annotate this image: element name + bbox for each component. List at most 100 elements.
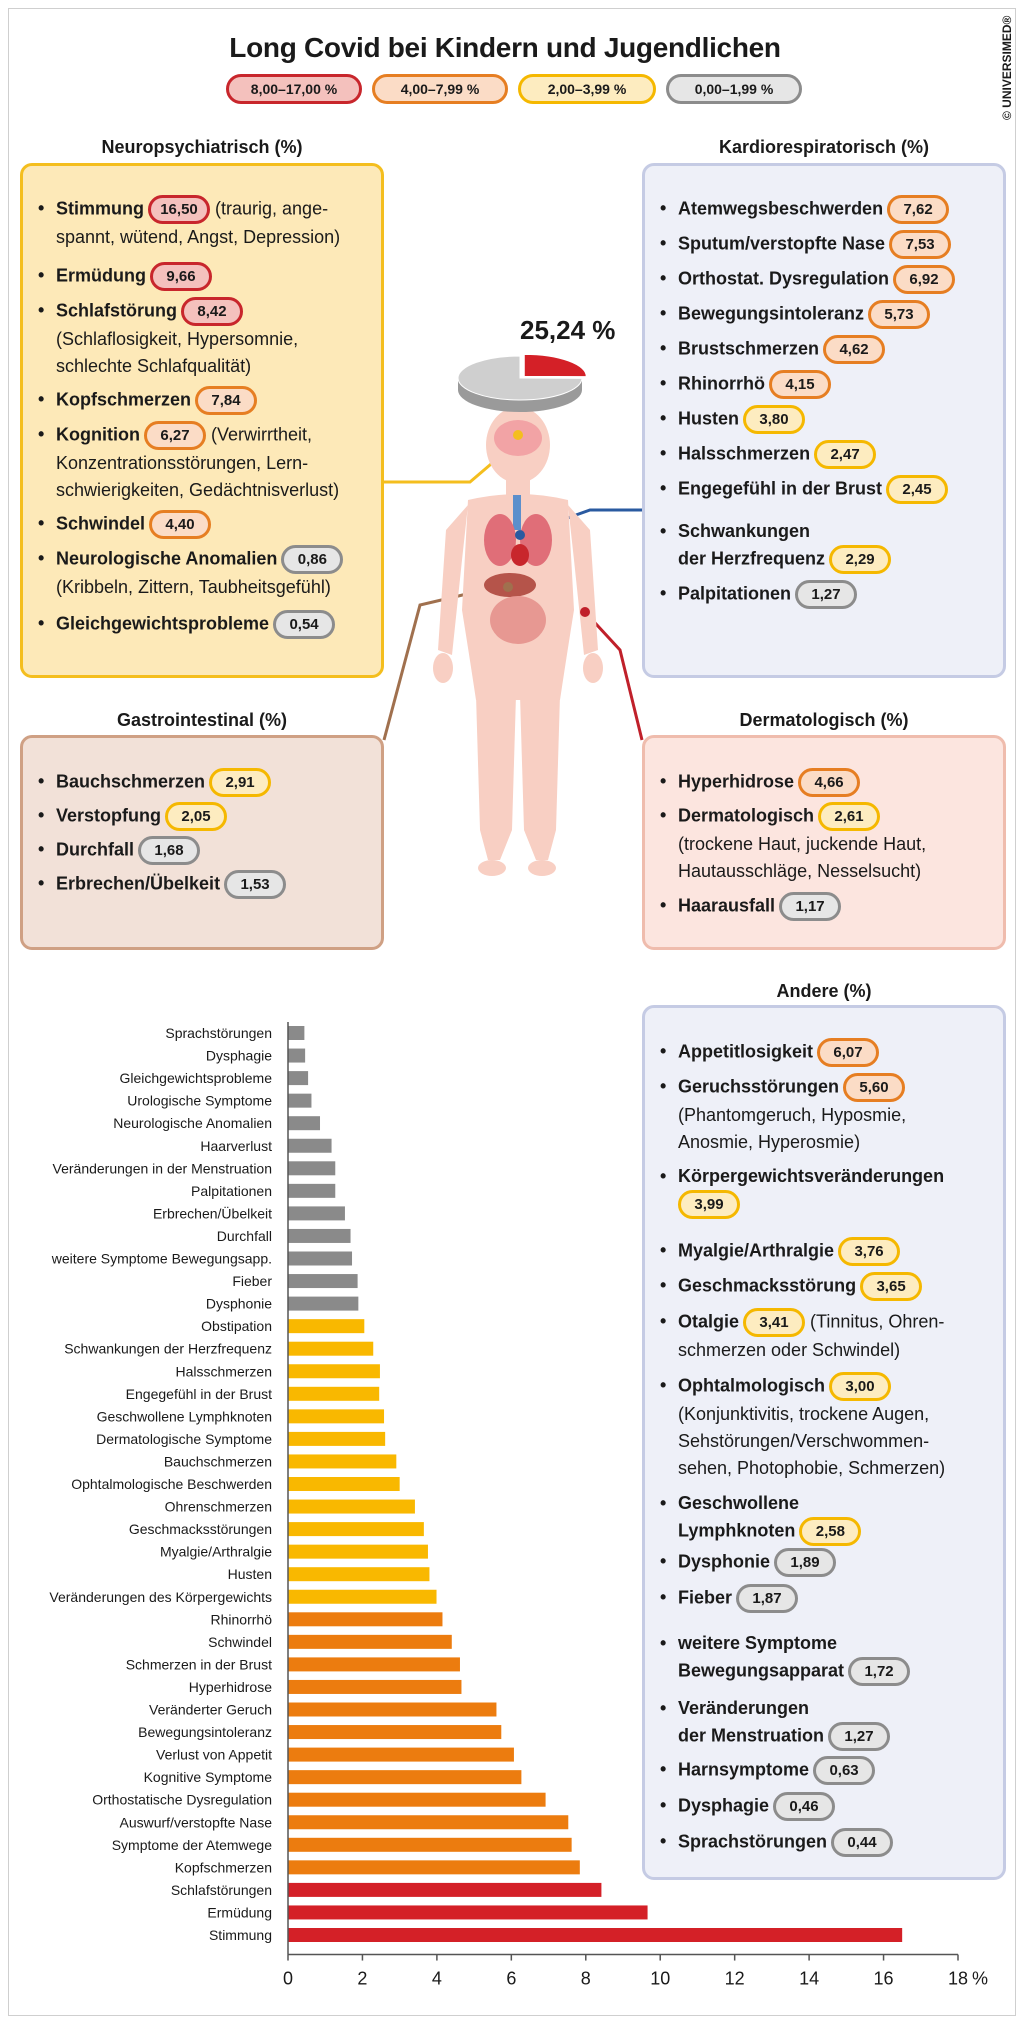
symptom-value-pill: 6,92 [893,265,956,294]
legend-red: 8,00–17,00 % [226,74,362,104]
section-title-andere: Andere (%) [776,981,872,1001]
bar [288,1837,572,1852]
heart-icon [511,544,529,566]
symptom-value-pill: 3,99 [678,1190,740,1219]
symptom-description: Hautausschläge, Nesselsucht) [678,861,922,881]
symptom-name: Gleichgewichtsprobleme [56,613,270,634]
category-label: Veränderter Geruch [149,1702,272,1718]
category-label: Stimmung [209,1927,272,1943]
x-tick-label: 0 [283,1969,293,1989]
symptom-name: Geruchsstörungen [678,1076,840,1097]
color-legend: 8,00–17,00 % 4,00–7,99 % 2,00–3,99 % 0,0… [226,74,802,104]
x-tick-label: 2 [357,1969,367,1989]
x-tick-label: 16 [874,1969,894,1989]
bar [288,1522,424,1537]
symptom-description: (Verwirrtheit, [211,424,313,445]
symptom-name: Otalgie [678,1311,740,1332]
bar [288,1183,336,1198]
symptom-name: Stimmung [56,198,144,219]
symptom-value-pill: 5,73 [868,300,931,329]
category-label: Kopfschmerzen [175,1859,272,1875]
category-label: Schwindel [208,1634,272,1650]
bar [288,1116,321,1131]
symptom-name: Kopfschmerzen [56,389,192,410]
category-label: Rhinorrhö [211,1611,273,1627]
symptom-name: Schwindel [56,513,146,534]
symptom-name: Orthostat. Dysregulation [678,268,890,289]
symptom-value-pill: 1,27 [828,1722,891,1751]
bar [288,1589,437,1604]
symptom-name: Geschwollene [678,1493,800,1513]
symptom-value-pill: 3,80 [743,405,806,434]
symptom-value-pill: 7,84 [195,386,258,415]
category-label: Veränderungen in der Menstruation [53,1160,272,1176]
symptom-value-pill: 2,05 [165,802,228,831]
bar [288,1567,430,1582]
page-frame [8,8,1016,2016]
bar [288,1882,602,1897]
symptom-name: Schwankungen [678,521,811,541]
bar [288,1274,358,1289]
symptom-description: (trockene Haut, juckende Haut, [678,834,927,854]
category-label: Ohrenschmerzen [165,1499,272,1515]
symptom-value-pill: 7,62 [887,195,950,224]
symptom-name: weitere Symptome [678,1633,838,1653]
category-label: Schlafstörungen [171,1882,272,1898]
connector-derma [583,610,644,741]
category-label: Bauchschmerzen [164,1453,272,1469]
lung-left-icon [484,514,516,566]
symptom-value-pill: 16,50 [148,195,210,224]
symptom-name: Sputum/verstopfte Nase [678,233,886,254]
symptom-name: Atemwegsbeschwerden [678,198,884,219]
symptom-name-line2: der Menstruation [678,1725,825,1746]
x-tick-label: 18 [948,1969,968,1989]
symptom-name: Kognition [56,424,140,445]
symptom-description: schmerzen oder Schwindel) [678,1340,901,1360]
bar [288,1251,353,1266]
symptom-name: Ermüdung [56,265,146,286]
bar [288,1634,452,1649]
category-label: Verlust von Appetit [156,1747,272,1763]
symptom-name: Ophtalmologisch [678,1375,826,1396]
symptom-value-pill: 0,54 [273,610,336,639]
symptom-value-pill: 1,87 [736,1584,799,1613]
symptom-name: Bewegungsintoleranz [678,303,865,324]
symptom-name: Hyperhidrose [678,771,795,792]
symptom-value-pill: 2,45 [886,475,949,504]
category-label: Kognitive Symptome [144,1769,273,1785]
x-tick-label: 10 [650,1969,670,1989]
symptom-value-pill: 4,66 [798,768,861,797]
marker-neuro [513,430,523,440]
symptom-name: Haarausfall [678,895,776,916]
x-tick-label: 14 [799,1969,819,1989]
category-label: Hyperhidrose [189,1679,272,1695]
bar [288,1657,460,1672]
category-label: Durchfall [217,1228,272,1244]
symptom-value-pill: 2,29 [829,545,892,574]
symptom-value-pill: 2,58 [799,1517,862,1546]
category-label: Engegefühl in der Brust [126,1386,272,1402]
bar [288,1206,345,1221]
symptom-value-pill: 0,46 [773,1792,836,1821]
category-label: Husten [228,1566,272,1582]
symptom-name: Appetitlosigkeit [678,1041,814,1062]
